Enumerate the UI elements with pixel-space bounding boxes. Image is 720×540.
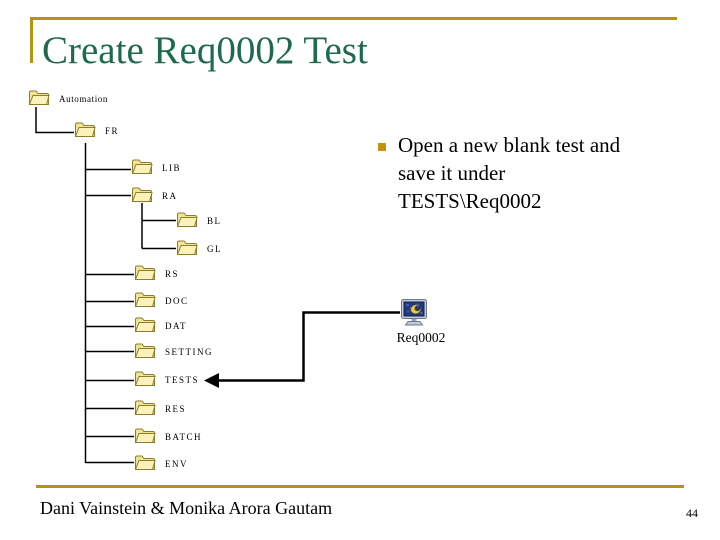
test-icon-label: Req0002 [396,330,446,345]
footer-authors: Dani Vainstein & Monika Arora Gautam [40,498,333,518]
tree-node-label: RS [165,268,180,279]
title-top-rule [31,17,677,20]
folder-icon [135,428,156,443]
tree-node-label: ENV [165,458,188,469]
tree-node-label: FR [105,125,120,136]
tree-node-tests: TESTS [134,370,199,387]
folder-icon [135,317,156,332]
tree-node-label: RA [162,190,178,201]
tree-node-label: LIB [162,162,181,173]
tree-node-dat: DAT [134,316,187,333]
tree-node-bl: BL [176,211,222,228]
tree-node-label: Automation [59,93,108,104]
folder-icon [177,240,198,255]
tree-node-label: DAT [165,320,187,331]
folder-icon [135,265,156,280]
slide-title: Create Req0002 Test [42,29,368,72]
bullet-line: TESTS\Req0002 [398,189,542,213]
tree-node-ra: RA [131,186,178,203]
tree-node-label: GL [207,243,222,254]
test-monitor-icon [401,299,427,326]
tree-node-fr: FR [74,121,119,138]
folder-icon [132,187,153,202]
tree-node-label: BL [207,215,222,226]
folder-icon [135,400,156,415]
bullet-marker [378,143,386,151]
tree-node-label: BATCH [165,431,203,442]
folder-icon [135,343,156,358]
footer-page-number: 44 [686,506,698,520]
tree-node-res: RES [134,399,186,416]
bullet-text: Open a new blank test and save it under … [398,131,620,215]
bullet-line: Open a new blank test and [398,133,621,157]
folder-icon [177,212,198,227]
title-left-rule [30,17,33,63]
tree-node-doc: DOC [134,291,189,308]
tree-node-env: ENV [134,454,188,471]
bullet-line: save it under [398,161,506,185]
tree-node-label: SETTING [165,346,213,357]
tree-node-gl: GL [176,239,222,256]
annotation-arrow [204,311,400,388]
tree-node-rs: RS [134,264,179,281]
footer-rule [36,485,684,488]
folder-icon [75,122,96,137]
tree-node-label: DOC [165,295,189,306]
tree-node-lib: LIB [131,158,181,175]
folder-icon [135,292,156,307]
tree-node-batch: BATCH [134,427,202,444]
folder-icon [135,455,156,470]
folder-icon [132,159,153,174]
folder-icon [135,371,156,386]
tree-node-label: TESTS [165,374,200,385]
tree-node-automation: Automation [28,89,108,106]
folder-icon [29,90,50,105]
tree-node-label: RES [165,403,187,414]
tree-node-setting: SETTING [134,342,213,359]
